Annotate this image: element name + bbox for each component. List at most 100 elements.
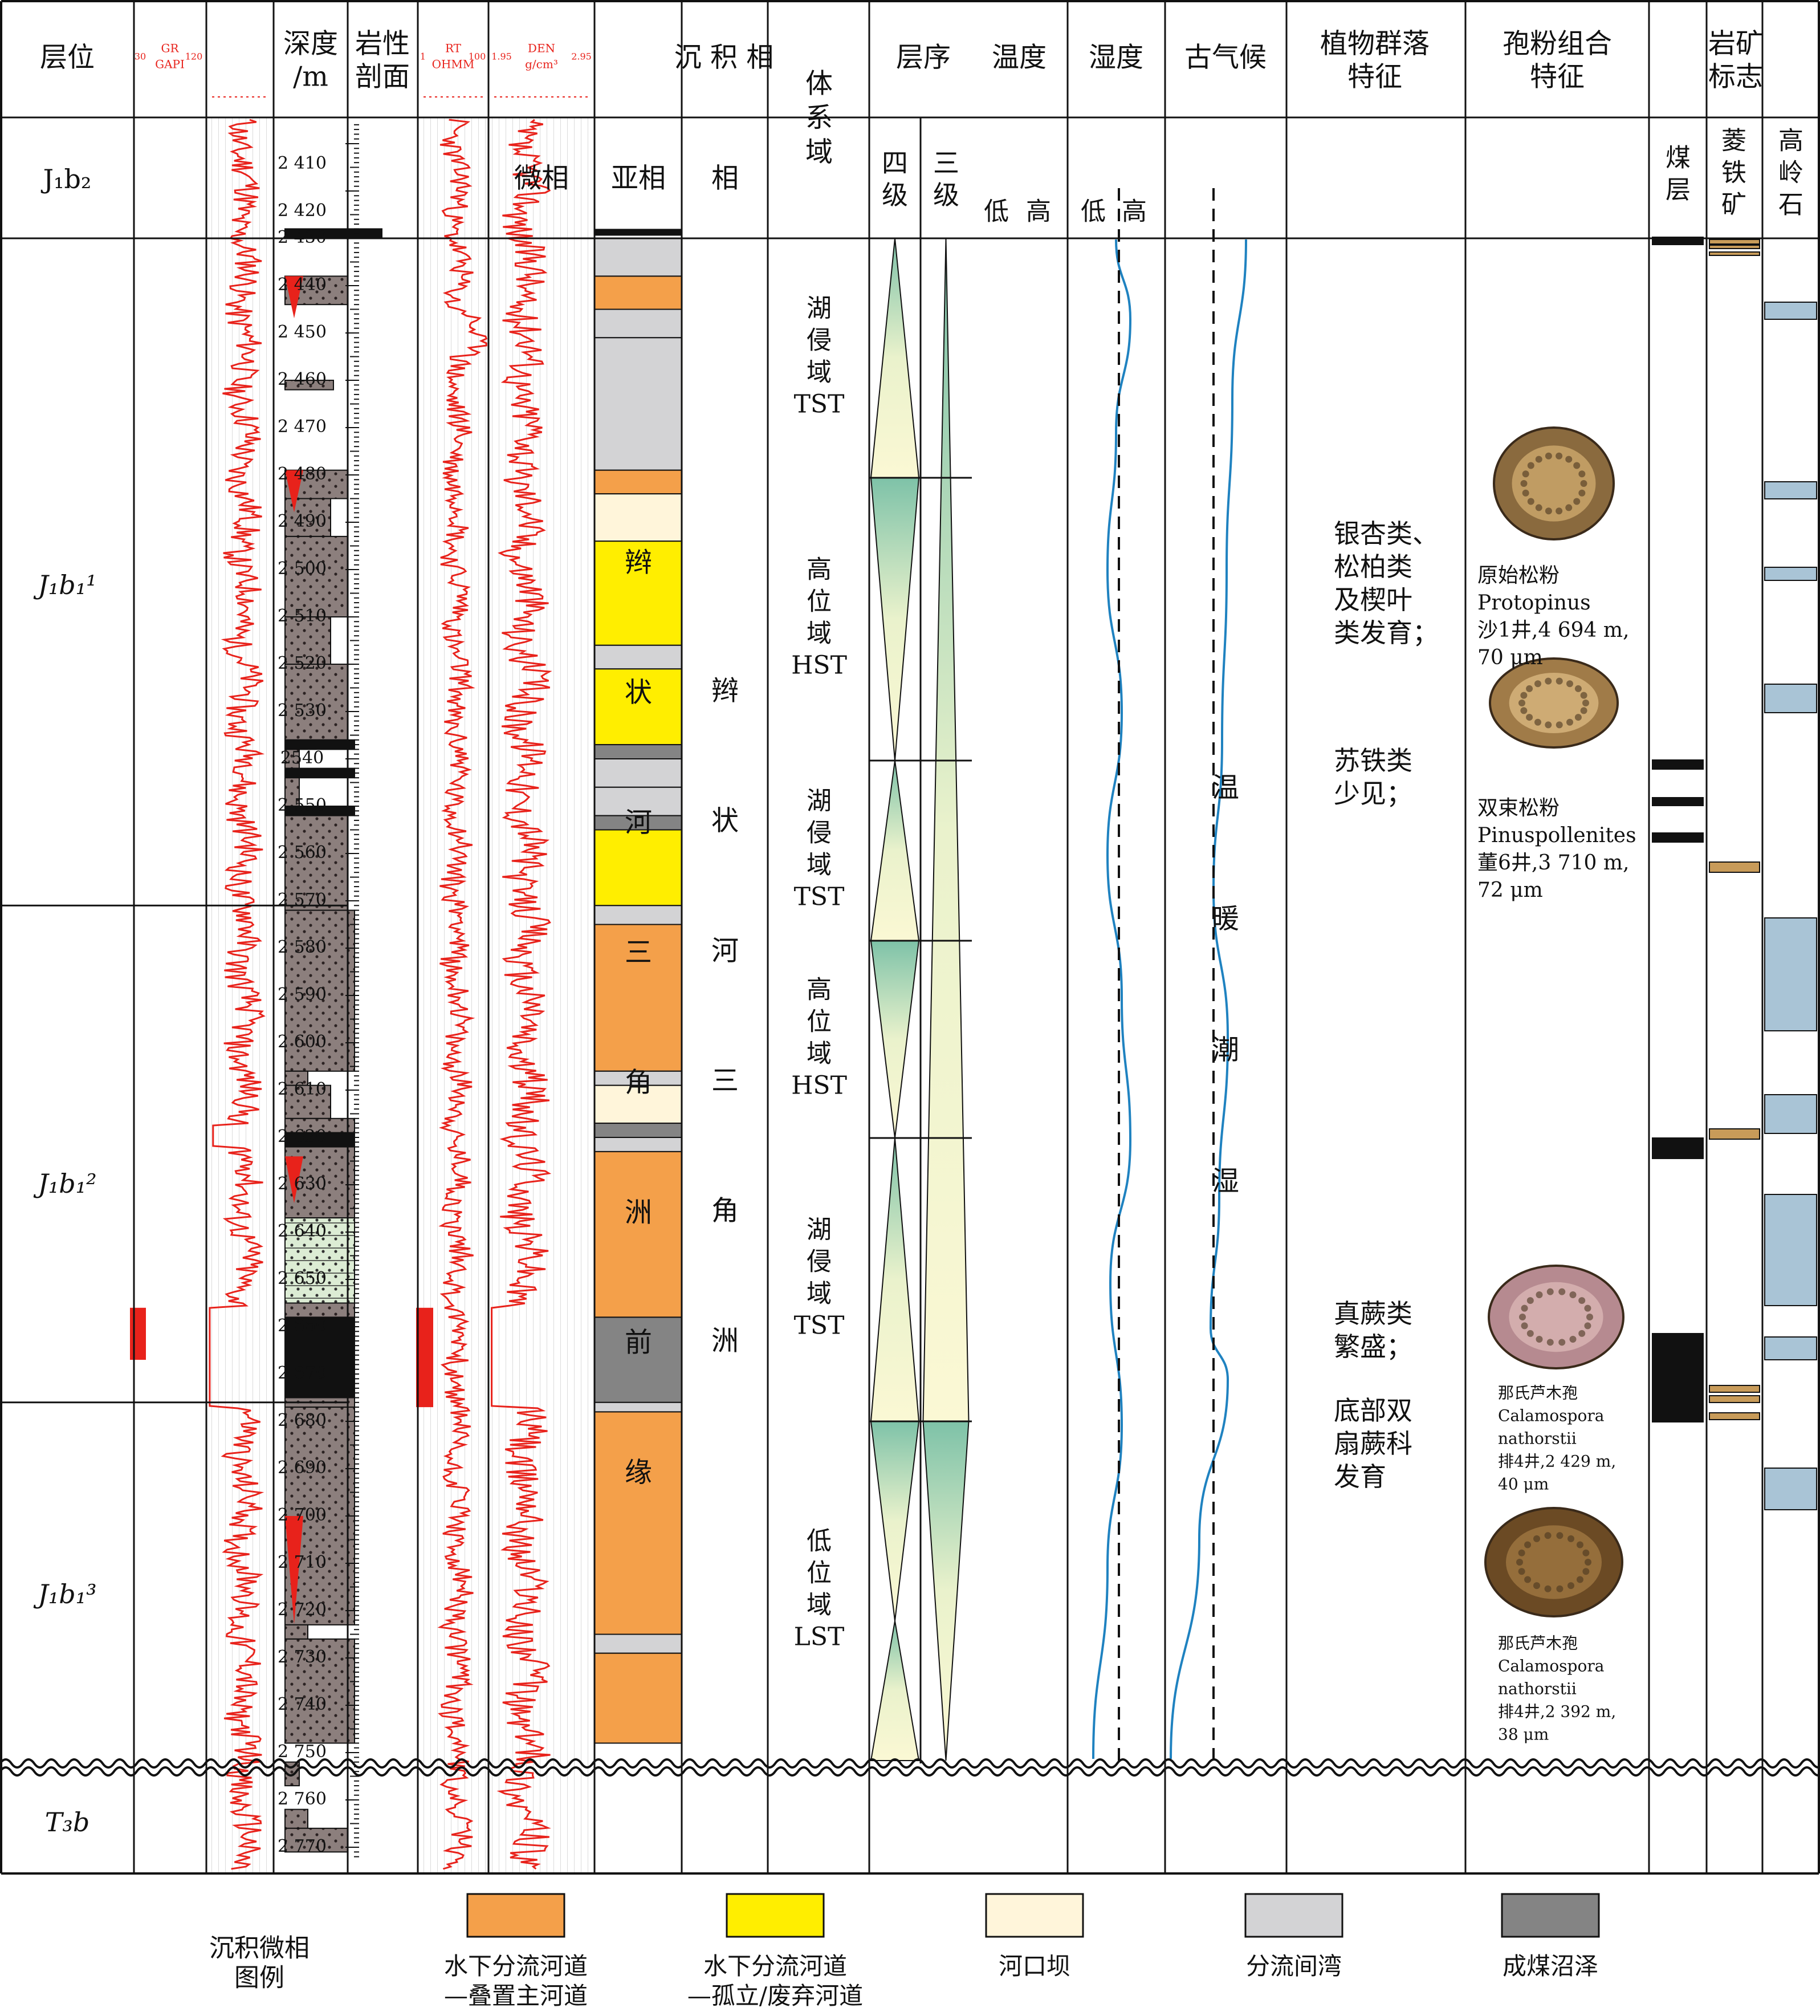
facies-char: 洲 <box>711 1325 739 1357</box>
den-coal-mark <box>416 1307 433 1408</box>
depth-tick-label: 2 680 <box>278 1411 327 1430</box>
depth-tick-label: 2 440 <box>278 275 327 295</box>
calamospora-spore-image-2-grain <box>1582 1549 1590 1556</box>
header-litho: 剖面 <box>355 61 410 93</box>
plant-text-line: 类发育； <box>1334 617 1439 648</box>
microfacies-block <box>594 744 682 759</box>
layer-name: T₃b <box>45 1807 90 1838</box>
calamospora-spore-image-2-grain <box>1518 1568 1525 1575</box>
header-rt-min: 1 <box>420 51 426 62</box>
kaolinite-mark <box>1764 1468 1817 1510</box>
calamospora-spore-image-2-grain <box>1582 1568 1590 1575</box>
plant-text-line: 繁盛； <box>1334 1331 1412 1362</box>
coal-seam-mark <box>1652 832 1704 843</box>
calamospora-spore-image-2-grain <box>1585 1559 1591 1566</box>
subfacies-char: 三 <box>625 937 652 969</box>
lithology-block <box>284 664 348 741</box>
subfacies-char: 洲 <box>625 1197 652 1229</box>
lithology-block <box>284 1084 331 1119</box>
plant-text-line: 苏铁类 <box>1334 745 1412 776</box>
legend-swatch <box>1244 1893 1343 1938</box>
header-facies-column: 相 <box>711 162 739 194</box>
spore-caption-line: Calamospora <box>1498 1407 1604 1425</box>
calamospora-spore-image-1-grain <box>1521 1322 1528 1330</box>
pinuspollenites-spore-image-grain <box>1582 700 1589 706</box>
systems-tract-label: 侵 <box>807 819 832 848</box>
header-sequence: 层序 <box>896 42 951 74</box>
subfacies-char: 角 <box>625 1067 652 1099</box>
depth-tick-label: 2 760 <box>278 1789 327 1809</box>
microfacies-block <box>594 1652 682 1744</box>
header-siderite: 菱 <box>1721 127 1746 156</box>
header-systems-tract: 体 <box>805 68 833 100</box>
microfacies-block <box>594 905 682 925</box>
subfacies-char: 缘 <box>625 1457 652 1489</box>
header-facies: 沉 积 相 <box>674 42 774 74</box>
calamospora-spore-image-1-grain <box>1546 1288 1554 1295</box>
header-rt-unit: OHMM <box>432 58 475 71</box>
depth-tick-label: 2540 <box>280 748 324 768</box>
systems-tract-label: 侵 <box>807 326 832 355</box>
systems-tract-label: 高 <box>807 976 832 1005</box>
facies-char: 河 <box>711 935 739 967</box>
header-fourth-order: 级 <box>882 180 908 210</box>
pinuspollenites-spore-image-grain <box>1520 692 1528 699</box>
lithology-block <box>284 1638 355 1744</box>
systems-tract-label: 湖 <box>807 787 832 816</box>
systems-tract-label: 侵 <box>807 1247 832 1277</box>
protopinus-spore-image-grain <box>1565 504 1573 511</box>
depth-tick-label: 2 420 <box>278 201 327 221</box>
protopinus-spore-image-grain <box>1535 456 1542 463</box>
lithology-block <box>284 777 300 807</box>
plant-text-line: 松柏类 <box>1334 551 1412 582</box>
calamospora-spore-image-1-grain <box>1558 1339 1566 1346</box>
pinuspollenites-spore-image-grain <box>1520 707 1528 714</box>
protopinus-spore-image-grain <box>1535 504 1542 511</box>
spore-caption-line: 双束松粉 <box>1477 796 1560 820</box>
legend-label: 分流间湾 <box>1246 1952 1342 1980</box>
calamospora-spore-image-1-grain <box>1526 1330 1534 1337</box>
header-hum-low: 低 <box>1081 197 1106 226</box>
calamospora-spore-image-2-grain <box>1544 1532 1552 1539</box>
microfacies-block <box>594 1633 682 1654</box>
spore-caption-line: Pinuspollenites <box>1477 824 1636 847</box>
plant-text-line: 发育 <box>1334 1461 1386 1492</box>
legend-title: 图例 <box>234 1964 284 1993</box>
fining-upward-triangle <box>285 470 303 513</box>
microfacies-block <box>594 540 682 646</box>
legend-label: —叠置主河道 <box>444 1982 588 2010</box>
pinuspollenites-spore-image-grain <box>1580 707 1587 714</box>
legend-title: 沉积微相 <box>209 1934 310 1963</box>
plant-text-line: 扇蕨科 <box>1334 1428 1412 1459</box>
legend-swatch <box>466 1893 565 1938</box>
spore-caption-line: 那氏芦木孢 <box>1498 1634 1578 1653</box>
header-plant: 特征 <box>1347 61 1402 93</box>
spore-caption-line: 70 μm <box>1477 646 1543 669</box>
legend-label: 成煤沼泽 <box>1503 1952 1598 1980</box>
calamospora-spore-image-1-grain <box>1526 1297 1534 1304</box>
spore-caption-line: 排4井,2 392 m, <box>1498 1702 1616 1721</box>
coal-seam-mark <box>1652 1333 1704 1422</box>
depth-tick-label: 2 500 <box>278 559 327 579</box>
microfacies-block <box>594 829 682 907</box>
calamospora-spore-image-1-grain <box>1558 1288 1566 1295</box>
microfacies-block <box>594 275 682 310</box>
header-third-order: 三 <box>933 148 959 178</box>
lithology-block <box>284 1827 348 1853</box>
depth-tick-label: 2 770 <box>278 1836 327 1856</box>
microfacies-block <box>594 668 682 746</box>
pinuspollenites-spore-image-grain <box>1574 685 1582 692</box>
kaolinite-mark <box>1764 1336 1817 1360</box>
header-depth: 深度 <box>283 28 338 60</box>
systems-tract-label: TST <box>794 883 845 912</box>
plant-text-line: 少见； <box>1334 778 1412 809</box>
pinuspollenites-spore-image-grain <box>1556 721 1563 729</box>
microfacies-block <box>594 1070 682 1086</box>
pinuspollenites-spore-image-grain <box>1534 718 1541 726</box>
header-temperature: 温度 <box>992 42 1047 74</box>
spore-caption-line: nathorstii <box>1498 1429 1577 1448</box>
depth-tick-label: 2 520 <box>278 653 327 673</box>
depth-tick-label: 2 510 <box>278 606 327 626</box>
systems-tract-label: TST <box>794 390 845 419</box>
depth-tick-label: 2 470 <box>278 417 327 437</box>
